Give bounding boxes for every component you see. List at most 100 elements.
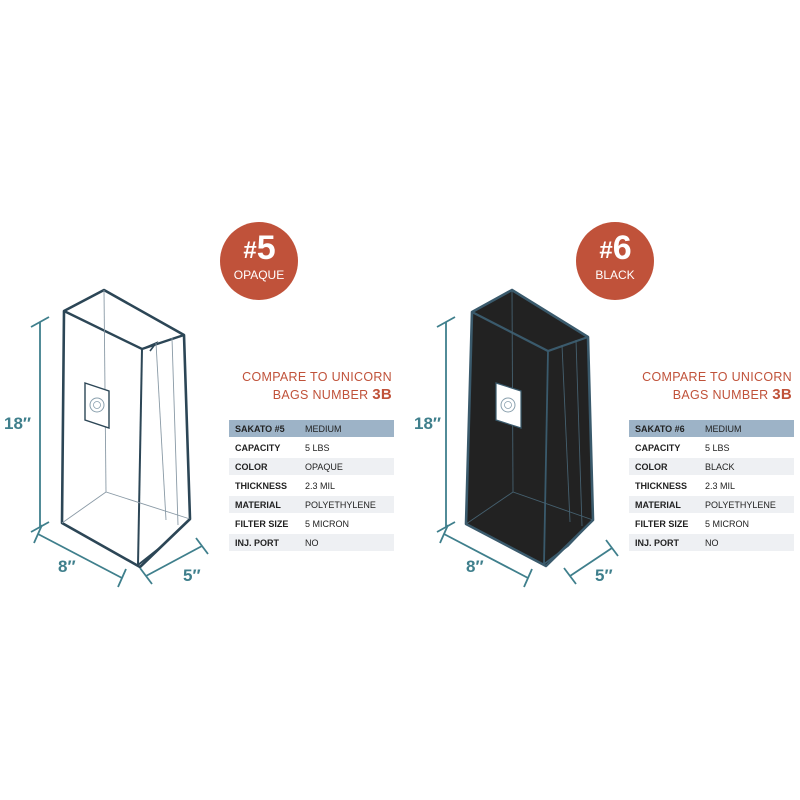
- compare-line-1: COMPARE TO UNICORN: [642, 370, 792, 384]
- dimension-tick: [117, 568, 127, 588]
- spec-value: 2.3 MIL: [699, 477, 794, 494]
- spec-label: FILTER SIZE: [229, 515, 299, 532]
- dimension-tick: [439, 524, 449, 544]
- product-panel-5: 18″ 8″ 5″ #5 OPAQUE COMPARE TO UNICORN B…: [4, 222, 394, 588]
- spec-label: THICKNESS: [229, 477, 299, 494]
- filter-patch: [84, 382, 110, 429]
- bag-illustration-opaque: [30, 288, 209, 588]
- product-badge: #5 OPAQUE: [220, 222, 298, 300]
- bag-gusset: [171, 337, 179, 526]
- bag-bottom-line: [61, 491, 191, 524]
- compare-text: COMPARE TO UNICORN BAGS NUMBER 3B: [642, 369, 792, 404]
- compare-model: 3B: [772, 386, 792, 403]
- height-label: 18″: [4, 414, 32, 433]
- badge-label: OPAQUE: [233, 268, 285, 282]
- filter-patch-mark: [504, 401, 512, 409]
- spec-label: COLOR: [229, 458, 299, 475]
- hash-symbol: #: [243, 237, 256, 264]
- depth-label: 5″: [595, 566, 613, 585]
- spec-label: THICKNESS: [629, 477, 699, 494]
- compare-line-2-text: BAGS NUMBER: [272, 388, 369, 402]
- depth-label: 5″: [183, 566, 201, 585]
- spec-value: 5 LBS: [699, 439, 794, 456]
- dimension-tick: [436, 521, 456, 533]
- compare-line-1: COMPARE TO UNICORN: [242, 370, 392, 384]
- badge-number: #5: [220, 228, 298, 268]
- badge-number-value: 6: [612, 229, 632, 267]
- spec-value: NO: [699, 534, 794, 551]
- compare-text: COMPARE TO UNICORN BAGS NUMBER 3B: [242, 369, 392, 404]
- bag-edge: [543, 350, 549, 565]
- spec-value: 5 MICRON: [299, 515, 394, 532]
- bag-gusset: [561, 344, 571, 523]
- spec-value: NO: [299, 534, 394, 551]
- dimension-tick: [523, 568, 533, 588]
- width-dimension-line: [443, 533, 529, 579]
- spec-value: MEDIUM: [699, 420, 794, 437]
- spec-label: INJ. PORT: [229, 534, 299, 551]
- dimension-tick: [33, 524, 43, 544]
- badge-number: #6: [576, 228, 654, 268]
- dimension-tick: [605, 539, 619, 557]
- product-panel-6: 18″ 8″ 5″ #6 BLACK COMPARE TO UNICORN BA…: [400, 0, 800, 800]
- badge-label: BLACK: [595, 268, 635, 282]
- depth-dimension-line: [569, 547, 613, 577]
- dimension-tick: [195, 537, 209, 555]
- bag-illustration-black: [436, 288, 619, 588]
- bag-bottom-line: [465, 491, 594, 525]
- dimension-tick: [436, 316, 456, 328]
- width-dimension-line: [37, 533, 123, 579]
- width-label: 8″: [58, 557, 76, 576]
- filter-patch-mark: [89, 397, 105, 413]
- spec-label: SAKATO #5: [229, 420, 299, 437]
- spec-value: BLACK: [699, 458, 794, 475]
- height-label: 18″: [414, 414, 442, 433]
- dimension-tick: [563, 567, 577, 585]
- bag-outline: [464, 288, 595, 568]
- bag-gusset: [575, 339, 583, 527]
- compare-line-2: BAGS NUMBER 3B: [242, 386, 392, 404]
- spec-value: POLYETHYLENE: [299, 496, 394, 513]
- spec-value: 5 LBS: [299, 439, 394, 456]
- spec-value: POLYETHYLENE: [699, 496, 794, 513]
- spec-label: CAPACITY: [229, 439, 299, 456]
- filter-patch-mark: [93, 401, 101, 409]
- compare-model: 3B: [372, 386, 392, 403]
- spec-value: 2.3 MIL: [299, 477, 394, 494]
- spec-label: MATERIAL: [229, 496, 299, 513]
- dimension-tick: [30, 521, 50, 533]
- spec-label: INJ. PORT: [629, 534, 699, 551]
- bag-gusset: [155, 342, 167, 521]
- compare-line-2-text: BAGS NUMBER: [672, 388, 769, 402]
- filter-patch-mark: [500, 397, 516, 413]
- bag-bottom-edge: [543, 519, 594, 565]
- spec-value: MEDIUM: [299, 420, 394, 437]
- spec-label: CAPACITY: [629, 439, 699, 456]
- spec-label: COLOR: [629, 458, 699, 475]
- badge-number-value: 5: [256, 229, 276, 267]
- spec-label: FILTER SIZE: [629, 515, 699, 532]
- product-badge: #6 BLACK: [576, 222, 654, 300]
- dimension-tick: [139, 567, 153, 585]
- spec-value: 5 MICRON: [699, 515, 794, 532]
- bag-edge: [137, 348, 143, 566]
- spec-label: SAKATO #6: [629, 420, 699, 437]
- width-label: 8″: [466, 557, 484, 576]
- spec-value: OPAQUE: [299, 458, 394, 475]
- filter-patch: [495, 382, 522, 429]
